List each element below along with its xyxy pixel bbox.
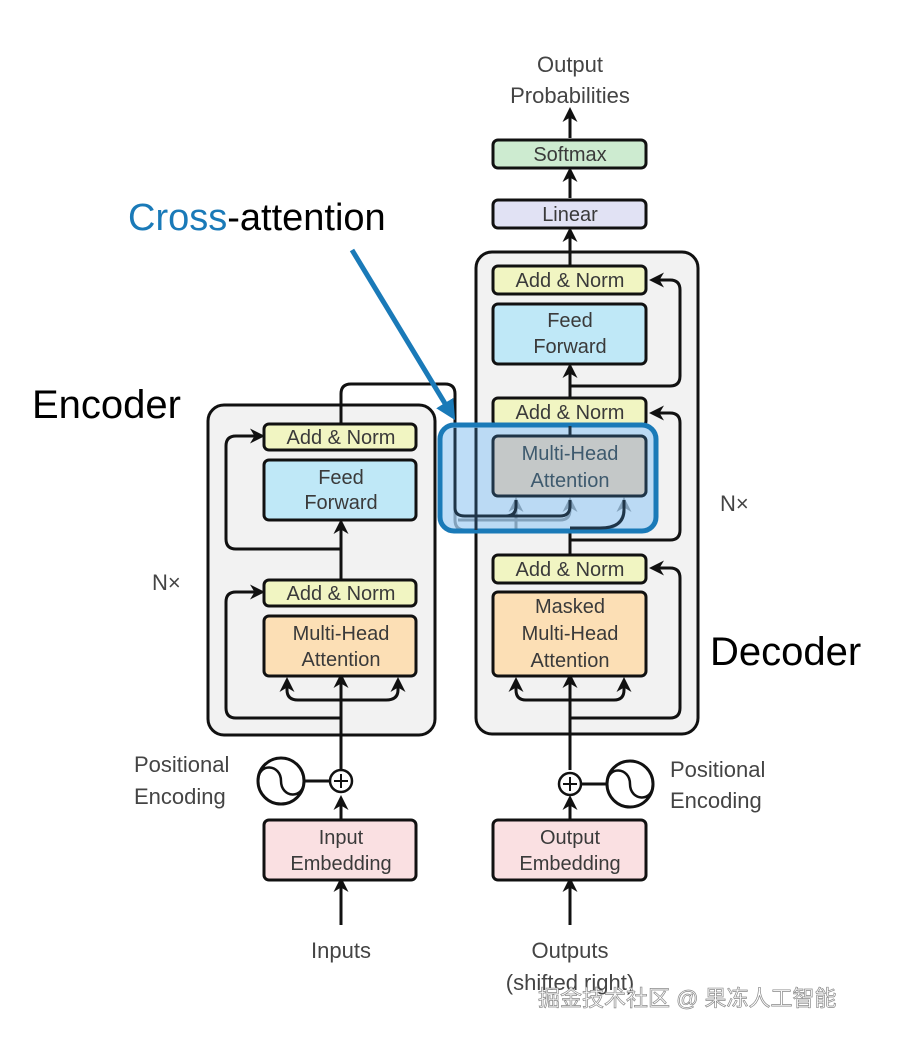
output-label: Output — [537, 52, 603, 77]
decoder-masked-qkv-left — [508, 677, 570, 702]
svg-text:Feed: Feed — [318, 467, 364, 489]
svg-text:Attention: Attention — [302, 649, 381, 671]
input-embedding: Input Embedding — [262, 818, 418, 882]
svg-text:Add & Norm: Add & Norm — [287, 583, 396, 605]
decoder-title: Decoder — [710, 630, 861, 674]
encoder-add-norm-top: Add & Norm — [262, 422, 418, 452]
svg-text:Masked: Masked — [535, 596, 605, 618]
svg-text:Embedding: Embedding — [290, 853, 391, 875]
decoder-add-norm-middle: Add & Norm — [491, 396, 648, 428]
encoder-positional-encoding-icon — [256, 756, 306, 806]
encoder-residual-2 — [224, 428, 341, 551]
svg-text:Embedding: Embedding — [519, 853, 620, 875]
decoder-residual-3 — [570, 272, 682, 388]
encoder-multi-head-attention: Multi-Head Attention — [262, 614, 418, 678]
svg-text:Attention: Attention — [531, 470, 610, 492]
encoder-feed-forward: Feed Forward — [262, 458, 418, 522]
decoder-repeat-label: N× — [720, 491, 749, 516]
svg-text:Output: Output — [540, 827, 600, 849]
cross-attention-pointer-arrow — [349, 248, 456, 421]
encoder-qkv-branch — [279, 677, 341, 702]
svg-text:Add & Norm: Add & Norm — [287, 427, 396, 449]
decoder-add-norm-top: Add & Norm — [491, 264, 648, 296]
decoder-residual-2 — [570, 405, 682, 542]
decoder-pe-label-2: Encoding — [670, 788, 762, 813]
output-embedding: Output Embedding — [491, 818, 648, 882]
svg-text:Softmax: Softmax — [533, 144, 606, 166]
encoder-add-icon — [328, 768, 354, 794]
svg-text:Forward: Forward — [304, 492, 377, 514]
svg-text:Linear: Linear — [542, 204, 598, 226]
svg-text:Input: Input — [319, 827, 364, 849]
encoder-title: Encoder — [32, 383, 181, 427]
decoder-masked-multi-head-attention: Masked Multi-Head Attention — [491, 590, 648, 678]
outputs-label: Outputs — [531, 938, 608, 963]
cross-annotation-rest: -attention — [227, 197, 385, 239]
svg-text:Attention: Attention — [531, 650, 610, 672]
svg-text:Multi-Head: Multi-Head — [522, 443, 619, 465]
cross-attention-highlight: Multi-Head Attention — [437, 422, 659, 534]
decoder-add-icon — [557, 771, 583, 797]
encoder-stack-frame — [206, 403, 437, 737]
softmax-layer: Softmax — [491, 138, 648, 170]
svg-text:Multi-Head: Multi-Head — [293, 623, 390, 645]
cross-attention-annotation: Cross-attention — [128, 197, 386, 239]
outputs-shifted-label: (shifted right) — [506, 970, 634, 995]
decoder-positional-encoding-icon — [605, 759, 655, 809]
svg-text:Feed: Feed — [547, 310, 593, 332]
svg-text:Add & Norm: Add & Norm — [516, 559, 625, 581]
svg-text:Add & Norm: Add & Norm — [516, 402, 625, 424]
encoder-pe-label-1: Positional — [134, 752, 229, 777]
decoder-pe-label-1: Positional — [670, 757, 765, 782]
encoder-repeat-label: N× — [152, 570, 181, 595]
encoder-residual-1 — [224, 584, 341, 720]
svg-text:Multi-Head: Multi-Head — [522, 623, 619, 645]
decoder-add-norm-bottom: Add & Norm — [491, 553, 648, 585]
encoder-qkv-branch-right — [341, 677, 406, 702]
inputs-label: Inputs — [311, 938, 371, 963]
svg-text:Forward: Forward — [533, 336, 606, 358]
svg-text:Add & Norm: Add & Norm — [516, 270, 625, 292]
decoder-masked-qkv-right — [570, 677, 632, 702]
encoder-pe-label-2: Encoding — [134, 784, 226, 809]
decoder-residual-1 — [570, 560, 682, 720]
decoder-feed-forward: Feed Forward — [491, 302, 648, 366]
output-probabilities-label: Probabilities — [510, 83, 630, 108]
watermark: 掘金技术社区 @ 果冻人工智能 — [538, 986, 837, 1011]
cross-annotation-highlight: Cross — [128, 197, 227, 239]
encoder-add-norm-bottom: Add & Norm — [262, 578, 418, 608]
linear-layer: Linear — [491, 198, 648, 230]
